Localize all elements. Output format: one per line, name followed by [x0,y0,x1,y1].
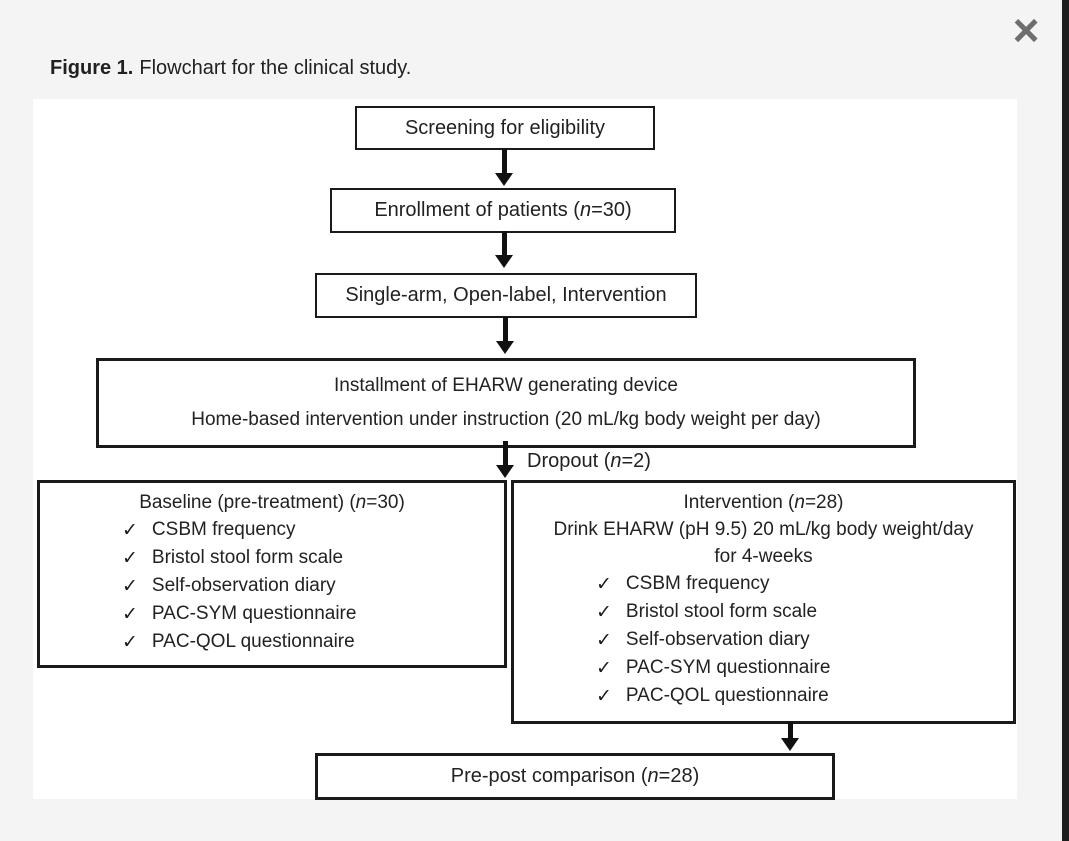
flow-box-design: Single-arm, Open-label, Intervention [315,273,697,318]
arrow-head [781,738,799,751]
label-part: Enrollment of patients ( [374,199,580,221]
check-icon: ✓ [596,601,612,623]
check-icon: ✓ [122,575,138,597]
label-part: =28) [658,765,700,787]
check-icon: ✓ [596,573,612,595]
checklist-item: ✓ PAC-QOL questionnaire [514,682,1013,710]
checklist-item-label: Bristol stool form scale [625,601,818,622]
installment-line-1: Installment of EHARW generating device [334,374,678,396]
label-part-italic-n: n [610,450,622,472]
check-icon: ✓ [122,547,138,569]
checklist-item: ✓ Self-observation diary [514,626,1013,654]
checklist-item: ✓ PAC-QOL questionnaire [40,628,504,656]
arrow-head [496,465,514,478]
flow-box-baseline: Baseline (pre-treatment) (n=30) ✓ CSBM f… [37,480,507,668]
arrow-down-icon [495,149,513,186]
check-icon: ✓ [596,629,612,651]
label-part: Dropout ( [527,450,611,472]
close-icon: × [1012,4,1040,56]
checklist-item-label: Self-observation diary [151,575,336,596]
label-part: =28) [804,492,844,513]
label-part: =30) [591,199,632,221]
close-button[interactable]: × [1000,4,1052,56]
arrow-shaft [502,317,508,341]
label-part: =2) [621,450,651,472]
flow-box-installment: Installment of EHARW generating device H… [96,358,916,448]
label-part: Baseline (pre-treatment) ( [139,492,356,513]
check-icon: ✓ [122,631,138,653]
checklist-item: ✓ Bristol stool form scale [514,598,1013,626]
arrow-shaft [502,441,508,465]
checklist-item: ✓ CSBM frequency [40,516,504,544]
flow-box-intervention: Intervention (n=28) Drink EHARW (pH 9.5)… [511,480,1016,724]
check-icon: ✓ [122,603,138,625]
checklist-item-label: Self-observation diary [625,629,810,650]
arrow-head [496,341,514,354]
checklist-item: ✓ Bristol stool form scale [40,544,504,572]
label-part: Pre-post comparison ( [450,765,648,787]
intervention-line-3: for 4-weeks [714,546,813,567]
checklist-item-label: PAC-QOL questionnaire [151,631,355,652]
right-edge-strip [1062,0,1069,841]
baseline-title: Baseline (pre-treatment) (n=30) [40,483,504,516]
flow-box-screening: Screening for eligibility [355,106,655,150]
checklist-item-label: PAC-QOL questionnaire [625,685,829,706]
arrow-down-icon [781,722,799,751]
flow-box-enrollment: Enrollment of patients (n=30) [330,188,676,233]
check-icon: ✓ [596,657,612,679]
arrow-head [495,173,513,186]
arrow-shaft [787,722,793,738]
label-part: Intervention ( [683,492,795,513]
checklist-item-label: PAC-SYM questionnaire [151,603,357,624]
checklist-item: ✓ PAC-SYM questionnaire [514,654,1013,682]
intervention-title: Intervention (n=28) [514,483,1013,516]
arrow-down-icon [496,317,514,354]
label-part-italic-n: n [647,765,659,787]
figure-caption-label: Figure 1. [50,57,134,79]
arrow-head [495,255,513,268]
intervention-line-2: Drink EHARW (pH 9.5) 20 mL/kg body weigh… [553,519,974,540]
flow-box-screening-label: Screening for eligibility [404,116,606,139]
arrow-down-icon [496,441,514,478]
checklist-item-label: CSBM frequency [625,573,770,594]
checklist-item: ✓ Self-observation diary [40,572,504,600]
checklist-item: ✓ PAC-SYM questionnaire [40,600,504,628]
flow-box-design-label: Single-arm, Open-label, Intervention [345,284,667,306]
arrow-down-icon [495,231,513,268]
arrow-shaft [501,149,507,173]
checklist-item-label: PAC-SYM questionnaire [625,657,831,678]
dropout-label: Dropout (n=2) [527,450,651,473]
check-icon: ✓ [122,519,138,541]
arrow-shaft [501,231,507,255]
flow-box-comparison: Pre-post comparison (n=28) [315,753,835,800]
checklist-item-label: CSBM frequency [151,519,296,540]
label-part: =30) [366,492,405,513]
label-part-italic-n: n [794,492,805,513]
label-part-italic-n: n [355,492,367,513]
checklist-item-label: Bristol stool form scale [151,547,344,568]
label-part-italic-n: n [579,199,592,221]
figure-caption: Figure 1.Flowchart for the clinical stud… [50,57,411,80]
figure-caption-text: Flowchart for the clinical study. [139,57,412,79]
checklist-item: ✓ CSBM frequency [514,570,1013,598]
check-icon: ✓ [596,685,612,707]
installment-line-2: Home-based intervention under instructio… [191,409,821,431]
